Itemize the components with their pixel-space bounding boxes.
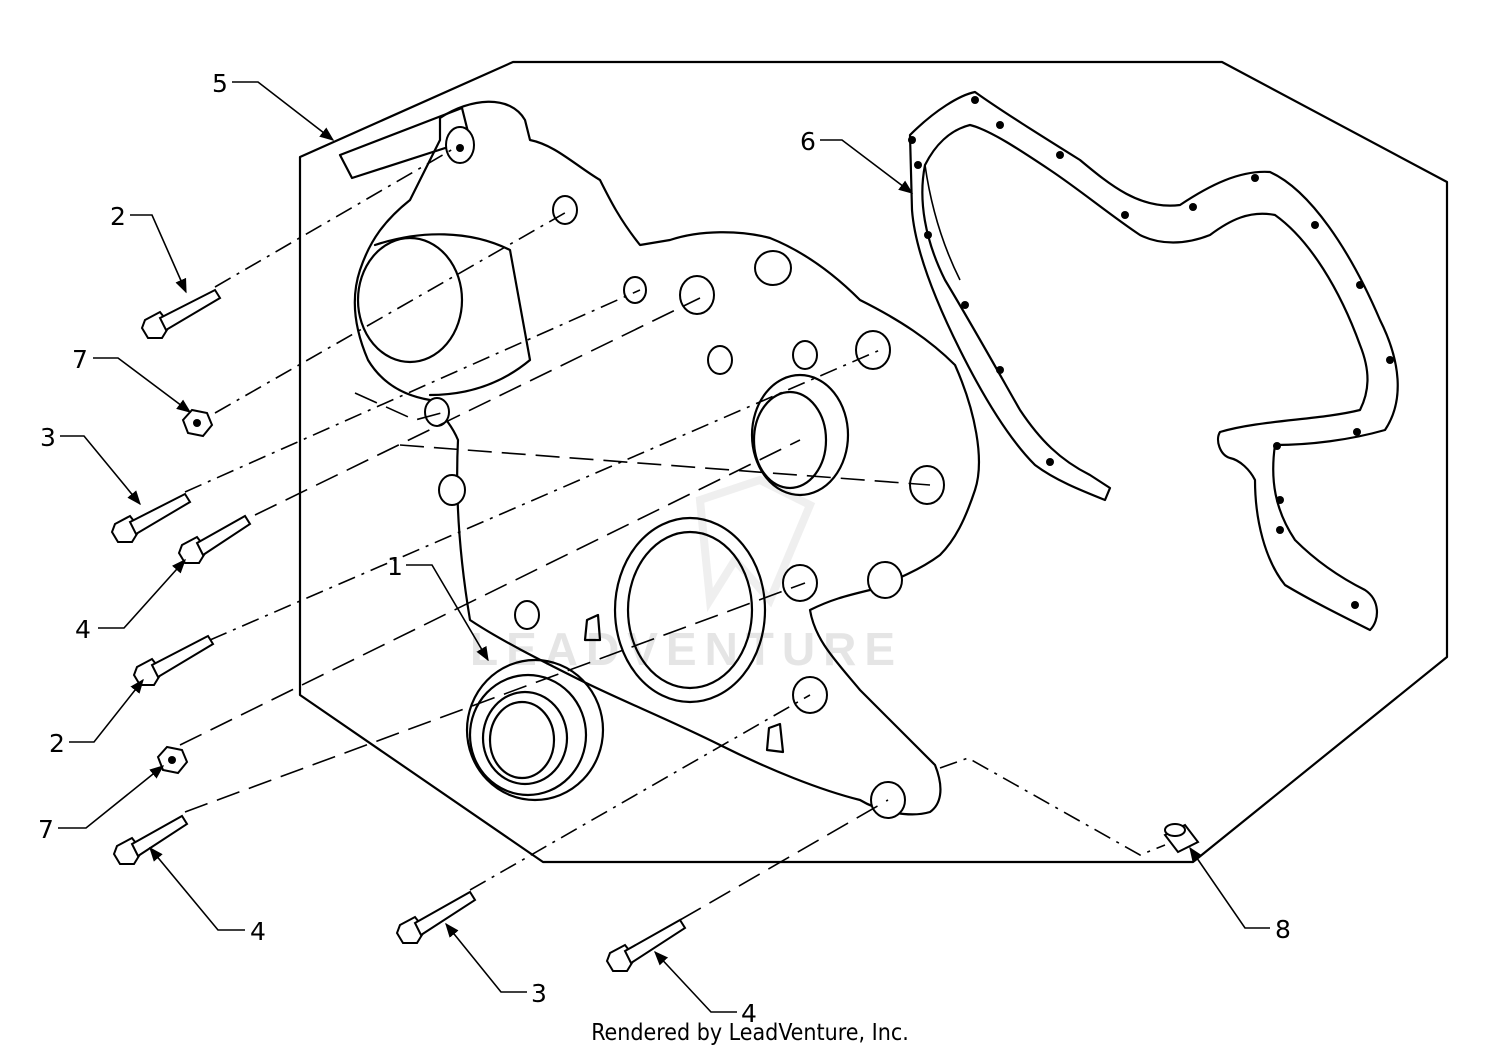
bolt-3-lower — [395, 890, 477, 944]
callout-label: 5 — [212, 69, 228, 98]
callout-label: 4 — [250, 917, 266, 946]
bolt-4-upper — [177, 514, 252, 564]
callout-label: 4 — [75, 615, 91, 644]
timing-cover-5 — [338, 100, 981, 819]
gasket-6 — [908, 90, 1399, 632]
callout-label: 4 — [741, 999, 757, 1028]
bolt-2-lower — [132, 634, 215, 686]
callout-label: 8 — [1275, 915, 1291, 944]
callout-label: 2 — [110, 202, 126, 231]
bolt-3-upper — [110, 492, 192, 543]
callout-label: 7 — [72, 345, 88, 374]
assembly-frame — [298, 60, 1449, 864]
dowel-8 — [1163, 823, 1200, 854]
callout-label: 3 — [40, 423, 56, 452]
callout-label: 1 — [387, 552, 403, 581]
nut-7-lower — [156, 745, 189, 775]
callout-label: 2 — [49, 729, 65, 758]
callout-leaders — [58, 81, 1270, 1013]
assembly-lines — [179, 144, 1166, 921]
callout-label: 3 — [531, 979, 547, 1008]
nut-7-upper — [181, 408, 214, 438]
callout-label: 6 — [800, 127, 816, 156]
bolt-4-lower-right — [605, 918, 687, 972]
render-credit: Rendered by LeadVenture, Inc. — [591, 1020, 909, 1046]
watermark-text: LEADVENTURE — [470, 623, 903, 675]
callout-label: 7 — [38, 815, 54, 844]
watermark-logo — [695, 475, 816, 613]
bolt-2-upper — [140, 288, 222, 339]
oil-seal-1 — [465, 658, 605, 802]
bolt-4-lower-left — [112, 814, 189, 865]
